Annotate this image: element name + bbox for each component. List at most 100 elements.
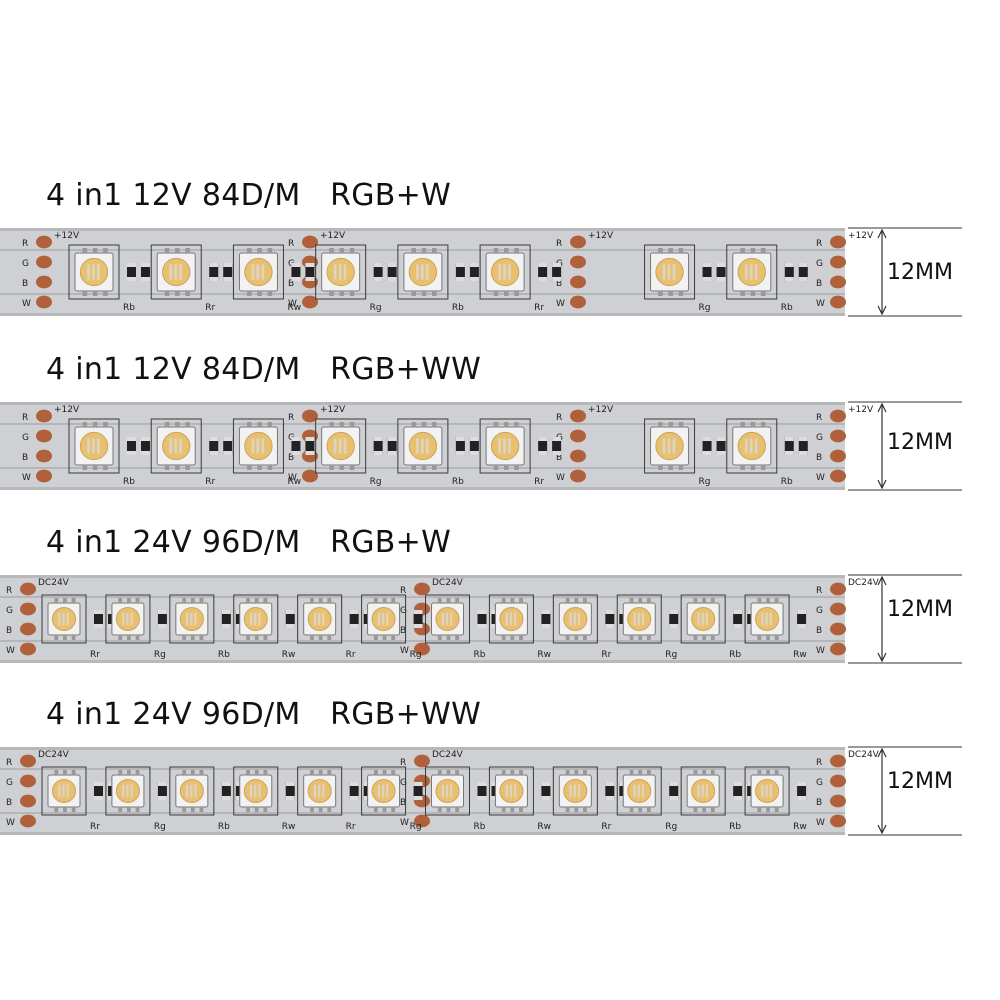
resistor-label: Rb: [729, 650, 741, 660]
led-strip-photo: RGBW+12VRGBW+12VRGBW+12VRGBW+12VRbRrRwRg…: [0, 401, 962, 491]
voltage-mark: DC24V: [848, 578, 880, 588]
pad-label: R: [816, 413, 822, 423]
pad-label: B: [6, 626, 12, 636]
smd-resistor: [702, 263, 712, 281]
copper-cut-pads: [20, 582, 36, 656]
copper-cut-pads: [830, 409, 846, 483]
smd-resistor: [784, 437, 794, 455]
pad-label: G: [816, 778, 823, 788]
pad-label: R: [816, 239, 822, 249]
pad-label: W: [22, 473, 31, 483]
led-chip: [156, 422, 196, 470]
resistor-label: Rw: [282, 822, 296, 832]
resistor-label: Rg: [699, 477, 711, 487]
led-chip: [367, 770, 401, 812]
resistor-label: Rr: [205, 303, 215, 313]
pad-label: R: [22, 239, 28, 249]
led-chip: [686, 770, 720, 812]
voltage-mark: DC24V: [432, 578, 464, 588]
led-chip: [303, 598, 337, 640]
smd-resistor: [477, 610, 487, 628]
pad-label: B: [816, 626, 822, 636]
pad-label: B: [556, 279, 562, 289]
pad-label: R: [556, 413, 562, 423]
pad-label: R: [6, 586, 12, 596]
led-chip: [431, 770, 464, 812]
strip-spec: 4 in1 24V 96D/M: [46, 525, 301, 560]
resistor-label: Rg: [154, 822, 166, 832]
smd-resistor: [702, 437, 712, 455]
pad-label: R: [556, 239, 562, 249]
smd-resistor: [157, 610, 167, 628]
led-chip: [74, 248, 114, 296]
strip-color-type: RGB+WW: [330, 352, 482, 387]
resistor-label: Rb: [452, 477, 464, 487]
smd-resistor: [285, 782, 295, 800]
strip-title: 4 in1 24V 96D/M RGB+W: [46, 525, 451, 561]
smd-resistor: [221, 610, 231, 628]
smd-resistor: [455, 263, 465, 281]
led-chip: [732, 248, 772, 296]
pad-label: G: [6, 606, 13, 616]
resistor-label: Rw: [287, 303, 301, 313]
led-chip: [111, 598, 145, 640]
copper-cut-pads: [830, 235, 846, 309]
resistor-label: Rg: [665, 822, 677, 832]
pad-label: W: [556, 299, 565, 309]
smd-resistor: [541, 610, 551, 628]
led-chip: [367, 598, 401, 640]
strip-color-type: RGB+W: [330, 525, 452, 560]
smd-resistor: [373, 263, 383, 281]
pad-label: W: [400, 646, 409, 656]
resistor-label: Rb: [474, 650, 486, 660]
smd-resistor: [669, 610, 679, 628]
resistor-label: Rw: [793, 650, 807, 660]
smd-resistor: [469, 437, 479, 455]
strip-spec: 4 in1 24V 96D/M: [46, 697, 301, 732]
voltage-mark: DC24V: [38, 578, 70, 588]
smd-resistor: [127, 263, 136, 281]
resistor-label: Rg: [699, 303, 711, 313]
pad-label: R: [288, 413, 294, 423]
led-chip: [74, 422, 114, 470]
led-chip: [47, 770, 81, 812]
led-chip: [303, 770, 337, 812]
resistor-label: Rg: [154, 650, 166, 660]
led-chip: [485, 248, 525, 296]
resistor-label: Rb: [781, 303, 793, 313]
pad-label: R: [22, 413, 28, 423]
pad-label: B: [816, 279, 822, 289]
resistor-label: Rg: [665, 650, 677, 660]
smd-resistor: [285, 610, 295, 628]
resistor-label: Rr: [90, 650, 100, 660]
voltage-mark: +12V: [54, 405, 80, 415]
smd-resistor: [209, 263, 219, 281]
smd-resistor: [349, 610, 359, 628]
smd-resistor: [716, 437, 726, 455]
resistor-label: Rr: [601, 650, 611, 660]
pad-label: W: [288, 473, 297, 483]
smd-resistor: [469, 263, 479, 281]
resistor-label: Rg: [370, 477, 382, 487]
resistor-label: Rr: [346, 650, 356, 660]
led-chip: [650, 422, 690, 470]
pad-label: G: [816, 606, 823, 616]
voltage-mark: +12V: [848, 405, 874, 415]
smd-resistor: [538, 437, 548, 455]
led-chip: [622, 770, 656, 812]
smd-resistor: [291, 437, 301, 455]
strip-color-type: RGB+W: [330, 178, 452, 213]
resistor-label: Rg: [410, 650, 422, 660]
led-chip: [111, 770, 145, 812]
smd-resistor: [209, 437, 219, 455]
resistor-label: Rb: [123, 477, 135, 487]
copper-cut-pads: [570, 235, 586, 309]
pad-label: W: [22, 299, 31, 309]
voltage-mark: +12V: [320, 231, 346, 241]
resistor-label: Rr: [205, 477, 215, 487]
smd-resistor: [798, 437, 808, 455]
resistor-label: Rb: [218, 822, 230, 832]
resistor-label: Rb: [781, 477, 793, 487]
led-chip: [650, 248, 690, 296]
